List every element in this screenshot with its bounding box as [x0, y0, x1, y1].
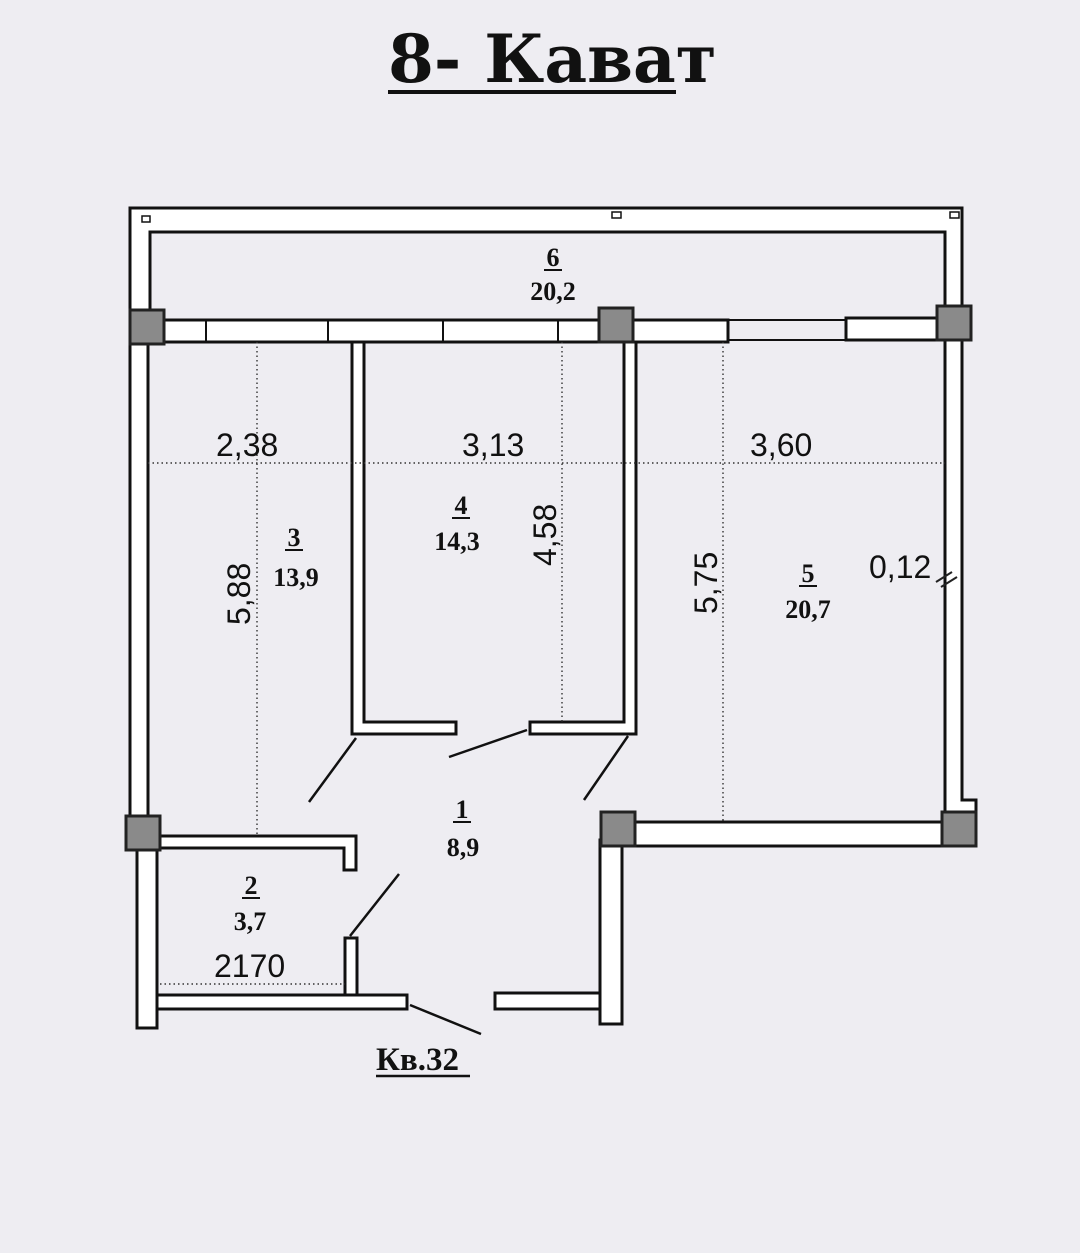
dim-length-room4: 4,58 — [527, 504, 563, 566]
dim-width-room3: 2,38 — [216, 427, 278, 463]
apartment-label: Кв.32 — [376, 1042, 459, 1078]
dim-wall-offset: 0,12 — [869, 549, 931, 585]
room-2-label: 2 3,7 — [234, 871, 267, 936]
room-4-label: 4 14,3 — [434, 491, 480, 556]
dim-width-room2: 2170 — [214, 948, 285, 984]
dimension-lines — [148, 342, 958, 985]
dim-width-room4: 3,13 — [462, 427, 524, 463]
room-area: 14,3 — [434, 527, 480, 556]
door-swings — [307, 728, 630, 1036]
columns — [124, 304, 978, 852]
room-5-label: 5 20,7 — [785, 559, 831, 624]
room-area: 20,2 — [530, 277, 576, 306]
room-6-label: 6 20,2 — [530, 243, 576, 306]
room-number: 5 — [802, 559, 815, 588]
room-number: 4 — [455, 491, 468, 520]
floor-title: 8- Кават — [388, 20, 717, 98]
dim-length-room5: 5,75 — [688, 552, 724, 614]
room-area: 13,9 — [273, 563, 319, 592]
dim-width-room5: 3,60 — [750, 427, 812, 463]
room-area: 20,7 — [785, 595, 831, 624]
room-number: 3 — [288, 523, 301, 552]
room-area: 8,9 — [447, 833, 480, 862]
room-number: 1 — [456, 795, 469, 824]
room-number: 2 — [245, 871, 258, 900]
dim-length-room3: 5,88 — [221, 563, 257, 625]
room-number: 6 — [547, 243, 560, 272]
room-area: 3,7 — [234, 907, 267, 936]
room-1-label: 1 8,9 — [447, 795, 480, 862]
window-strip — [146, 316, 948, 344]
room-3-label: 3 13,9 — [273, 523, 319, 592]
